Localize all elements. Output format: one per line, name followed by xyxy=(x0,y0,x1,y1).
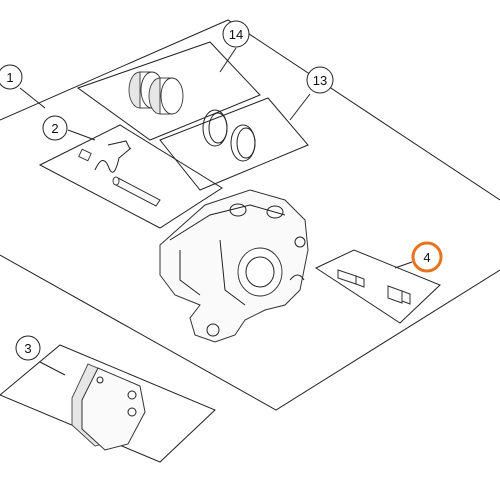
leader-3 xyxy=(39,361,66,376)
leader-2 xyxy=(67,129,96,141)
callout-4-highlight-ring xyxy=(411,241,443,273)
callout-14-label: 14 xyxy=(229,27,243,42)
callout-1-label: 1 xyxy=(6,70,13,85)
assembly-outline xyxy=(0,19,500,201)
callout-2[interactable]: 2 xyxy=(42,115,68,141)
brake-pads xyxy=(71,363,146,451)
leader-14 xyxy=(219,47,237,73)
callout-4-label: 4 xyxy=(423,250,430,265)
leader-13 xyxy=(289,93,311,121)
callout-3[interactable]: 3 xyxy=(15,335,41,361)
bleeder-valves xyxy=(337,269,411,305)
assembly-outline-bottom xyxy=(0,254,500,411)
callout-13-label: 13 xyxy=(313,73,327,88)
callout-13[interactable]: 13 xyxy=(306,66,334,94)
caliper-body xyxy=(159,189,309,343)
pistons xyxy=(128,71,184,115)
seal-rings xyxy=(202,109,256,162)
box-seals xyxy=(159,97,309,191)
callout-1[interactable]: 1 xyxy=(0,64,23,90)
callout-3-label: 3 xyxy=(24,341,31,356)
callout-4[interactable]: 4 xyxy=(411,241,443,273)
box-pistons xyxy=(76,41,261,141)
leader-1 xyxy=(19,87,46,109)
box-pin-kit xyxy=(38,124,223,229)
pin-kit xyxy=(78,140,161,207)
callout-2-label: 2 xyxy=(51,121,58,136)
box-bleeder xyxy=(314,249,441,324)
leader-4 xyxy=(394,261,413,269)
callout-14[interactable]: 14 xyxy=(222,20,250,48)
